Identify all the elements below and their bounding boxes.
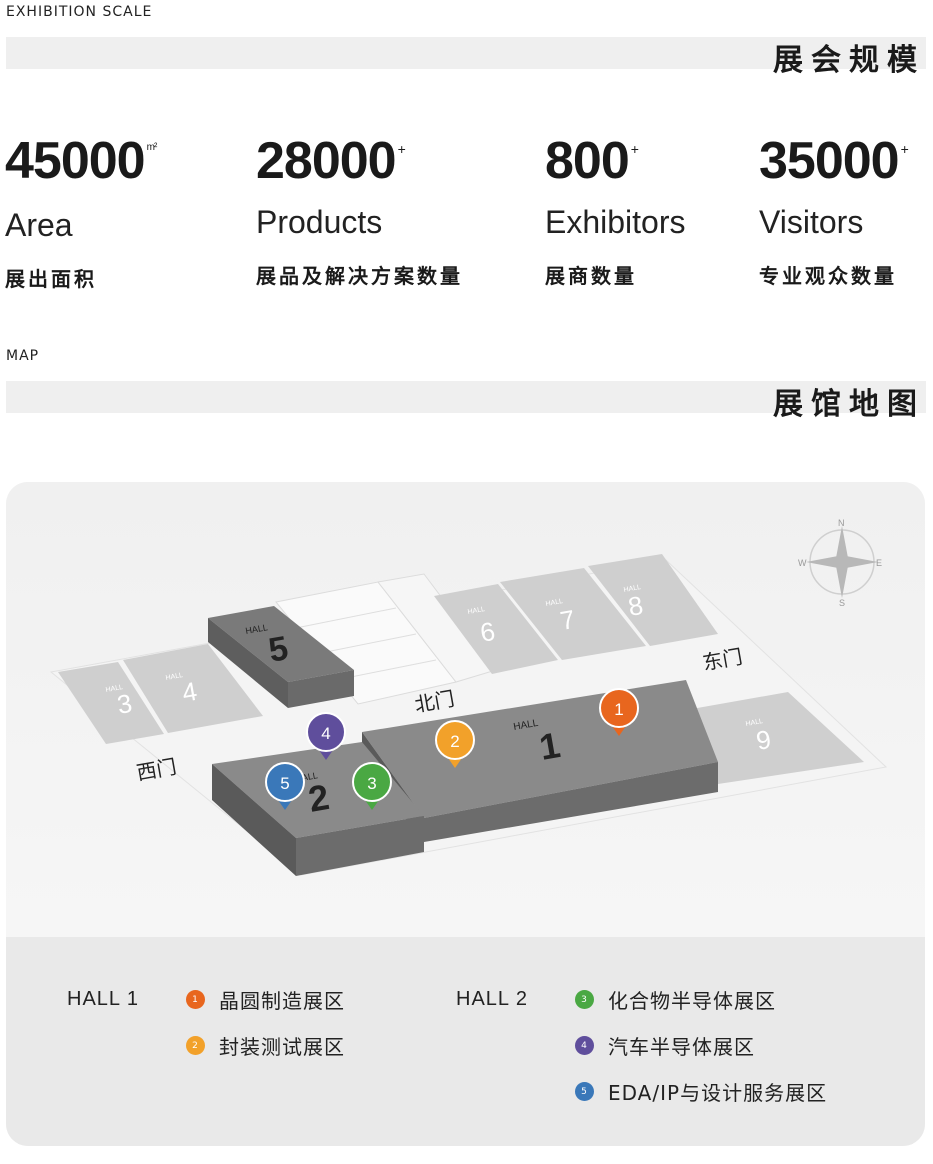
svg-text:HALL: HALL bbox=[513, 718, 540, 733]
svg-text:HALL: HALL bbox=[105, 684, 124, 694]
svg-text:9: 9 bbox=[754, 724, 773, 756]
zone-1-icon: 1 bbox=[186, 990, 205, 1009]
stat-unit: + bbox=[630, 141, 639, 157]
stat-exhibitors: 800+ Exhibitors 展商数量 bbox=[545, 132, 686, 289]
svg-text:E: E bbox=[876, 558, 882, 568]
legend-hall-1: HALL 1 bbox=[67, 988, 139, 1010]
hall-9: HALL 9 bbox=[686, 692, 864, 784]
legend-item-label: 封装测试展区 bbox=[219, 1035, 345, 1059]
svg-text:N: N bbox=[838, 518, 845, 528]
stat-unit: m² bbox=[146, 142, 158, 153]
stat-label-en: Exhibitors bbox=[545, 204, 686, 240]
svg-text:2: 2 bbox=[450, 732, 459, 751]
svg-text:HALL: HALL bbox=[623, 584, 642, 594]
svg-text:5: 5 bbox=[280, 774, 289, 793]
legend-item-label: 化合物半导体展区 bbox=[608, 989, 776, 1013]
section-title-zh: 展会规模 bbox=[773, 43, 925, 78]
svg-text:1: 1 bbox=[614, 700, 623, 719]
hall-5: HALL 5 bbox=[208, 606, 354, 708]
stat-unit: + bbox=[900, 141, 909, 157]
stat-visitors: 35000+ Visitors 专业观众数量 bbox=[759, 132, 909, 289]
legend-item-zone-5: 5 EDA/IP与设计服务展区 bbox=[575, 1077, 827, 1106]
section-label-en: MAP bbox=[6, 348, 40, 364]
legend-item-zone-2: 2 封装测试展区 bbox=[186, 1031, 345, 1060]
zone-2-icon: 2 bbox=[186, 1036, 205, 1055]
map-pin-zone-4[interactable]: 4 bbox=[306, 712, 346, 760]
section-label-en: EXHIBITION SCALE bbox=[6, 4, 153, 20]
map-legend: HALL 1 HALL 2 1 晶圆制造展区 2 封装测试展区 3 化合物半导体… bbox=[6, 937, 925, 1146]
stat-label-zh: 展商数量 bbox=[545, 264, 637, 288]
stat-label-zh: 专业观众数量 bbox=[759, 264, 897, 288]
hall-8: HALL 8 bbox=[588, 554, 718, 646]
svg-text:W: W bbox=[798, 558, 807, 568]
zone-4-icon: 4 bbox=[575, 1036, 594, 1055]
legend-item-zone-4: 4 汽车半导体展区 bbox=[575, 1031, 755, 1060]
svg-text:7: 7 bbox=[558, 604, 577, 636]
legend-hall-2: HALL 2 bbox=[456, 988, 528, 1010]
legend-item-zone-3: 3 化合物半导体展区 bbox=[575, 985, 776, 1014]
svg-text:HALL: HALL bbox=[467, 606, 486, 616]
zone-5-icon: 5 bbox=[575, 1082, 594, 1101]
stat-value: 28000+ bbox=[256, 132, 406, 190]
stat-label-zh: 展出面积 bbox=[5, 267, 97, 291]
svg-text:3: 3 bbox=[115, 688, 134, 720]
stat-products: 28000+ Products 展品及解决方案数量 bbox=[256, 132, 463, 289]
stat-value: 35000+ bbox=[759, 132, 909, 190]
stat-value: 800+ bbox=[545, 132, 639, 190]
svg-text:HALL: HALL bbox=[165, 672, 184, 682]
stat-label-en: Area bbox=[5, 207, 73, 243]
stat-label-en: Visitors bbox=[759, 204, 864, 240]
central-plaza-buildings bbox=[275, 573, 497, 705]
hall-3: HALL 3 bbox=[58, 662, 164, 744]
map-pin-zone-3[interactable]: 3 bbox=[352, 762, 392, 810]
hall-7: HALL 7 bbox=[500, 568, 646, 660]
venue-map: HALL 3 HALL 4 HALL 6 bbox=[6, 482, 925, 937]
section-title-zh: 展馆地图 bbox=[773, 387, 925, 422]
hall-6: HALL 6 bbox=[434, 584, 558, 674]
map-pin-zone-1[interactable]: 1 bbox=[599, 688, 639, 736]
map-pin-zone-2[interactable]: 2 bbox=[435, 720, 475, 768]
svg-text:S: S bbox=[839, 598, 845, 608]
section-header-bar bbox=[6, 37, 926, 69]
venue-map-card: HALL 3 HALL 4 HALL 6 bbox=[6, 482, 925, 1146]
stat-label-en: Products bbox=[256, 204, 383, 240]
svg-text:4: 4 bbox=[321, 724, 330, 743]
legend-item-label: 晶圆制造展区 bbox=[219, 989, 345, 1013]
section-header-bar bbox=[6, 381, 926, 413]
gate-west: 西门 bbox=[135, 755, 178, 785]
stat-unit: + bbox=[397, 141, 406, 157]
svg-text:8: 8 bbox=[626, 590, 645, 622]
svg-text:HALL: HALL bbox=[245, 622, 269, 636]
svg-text:4: 4 bbox=[180, 676, 199, 708]
legend-item-zone-1: 1 晶圆制造展区 bbox=[186, 985, 345, 1014]
hall-4: HALL 4 bbox=[123, 644, 263, 733]
zone-3-icon: 3 bbox=[575, 990, 594, 1009]
stat-label-zh: 展品及解决方案数量 bbox=[256, 264, 463, 288]
svg-text:3: 3 bbox=[367, 774, 376, 793]
legend-item-label: EDA/IP与设计服务展区 bbox=[608, 1081, 828, 1105]
legend-item-label: 汽车半导体展区 bbox=[608, 1035, 755, 1059]
svg-text:HALL: HALL bbox=[745, 718, 764, 728]
compass-icon: N E S W bbox=[798, 518, 882, 608]
svg-text:6: 6 bbox=[478, 616, 497, 648]
svg-text:HALL: HALL bbox=[545, 598, 564, 608]
map-pin-zone-5[interactable]: 5 bbox=[265, 762, 305, 810]
venue-map-svg: HALL 3 HALL 4 HALL 6 bbox=[49, 518, 888, 876]
